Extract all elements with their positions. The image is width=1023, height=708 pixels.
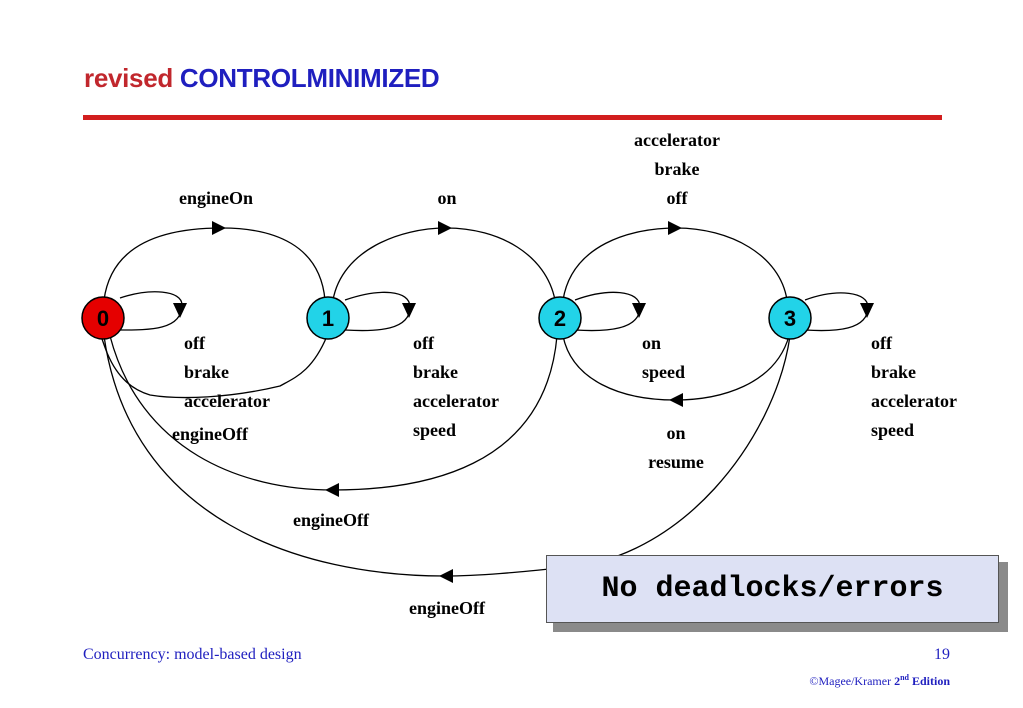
label-edge-3-to-2-1: on <box>666 423 685 443</box>
state-1-label: 1 <box>322 306 334 331</box>
label-1-self-3: accelerator <box>413 391 499 411</box>
label-edge-2-to-0: engineOff <box>293 510 370 530</box>
label-0-self-2: brake <box>184 362 229 382</box>
arrowhead-0-to-1 <box>212 221 226 235</box>
state-0: 0 <box>81 296 125 340</box>
edge-0-self-loop <box>119 291 183 331</box>
title-rule <box>83 115 942 120</box>
edge-3-self-loop <box>804 292 869 332</box>
footer-page-number: 19 <box>934 646 950 663</box>
arrowhead-1-self <box>402 303 416 318</box>
edge-1-to-0 <box>100 335 328 399</box>
state-2: 2 <box>538 296 582 340</box>
state-0-label: 0 <box>97 306 109 331</box>
edge-1-self-loop <box>344 291 411 332</box>
slide-title: revised CONTROLMINIMIZED <box>84 63 440 94</box>
edge-2-to-3 <box>562 227 788 301</box>
title-prefix: revised <box>84 63 173 93</box>
arrowhead-3-self <box>860 303 874 318</box>
label-edge-3-to-0: engineOff <box>409 598 486 618</box>
arrowhead-2-to-0 <box>325 483 339 497</box>
label-3-self-1: off <box>871 333 893 353</box>
label-0-self-3: accelerator <box>184 391 270 411</box>
label-edge-3-to-2-2: resume <box>648 452 704 472</box>
label-0-self-1: off <box>184 333 206 353</box>
state-3-label: 3 <box>784 306 796 331</box>
label-edge-2-to-3-3: off <box>667 188 689 208</box>
edge-2-to-0 <box>109 335 558 491</box>
arrowhead-3-to-0 <box>439 569 453 583</box>
arrowhead-2-to-3 <box>668 221 682 235</box>
edge-0-to-1 <box>103 227 326 301</box>
label-3-self-3: accelerator <box>871 391 957 411</box>
edge-1-to-2 <box>332 227 556 301</box>
arrowhead-1-to-2 <box>438 221 452 235</box>
label-edge-0-to-1: engineOn <box>179 188 253 208</box>
footer-course-title: Concurrency: model-based design <box>83 646 302 663</box>
arrowhead-0-self <box>173 303 187 318</box>
arrowhead-2-self <box>632 303 646 318</box>
footer-edition-word: Edition <box>911 674 950 688</box>
state-3: 3 <box>768 296 812 340</box>
callout-box: No deadlocks/errors <box>546 555 999 623</box>
label-3-self-2: brake <box>871 362 916 382</box>
label-edge-2-to-3-1: accelerator <box>634 130 720 150</box>
edge-2-self-loop <box>574 291 641 332</box>
label-3-self-4: speed <box>871 420 914 440</box>
footer-copyright-text: ©Magee/Kramer <box>809 674 892 688</box>
title-main: CONTROLMINIMIZED <box>179 63 440 93</box>
label-2-self-1: on <box>642 333 661 353</box>
footer-copyright: ©Magee/Kramer 2nd Edition <box>809 673 950 689</box>
label-edge-2-to-3-2: brake <box>655 159 700 179</box>
label-1-self-2: brake <box>413 362 458 382</box>
label-1-self-1: off <box>413 333 435 353</box>
footer-edition-num: 2 <box>894 674 901 688</box>
state-2-label: 2 <box>554 306 566 331</box>
label-1-self-4: speed <box>413 420 456 440</box>
state-1: 1 <box>306 296 350 340</box>
label-2-self-2: speed <box>642 362 685 382</box>
arrowhead-3-to-2 <box>669 393 683 407</box>
footer-edition-sup: nd <box>900 673 909 682</box>
edge-3-to-0 <box>103 335 791 577</box>
label-edge-1-to-0: engineOff <box>172 424 249 444</box>
label-edge-1-to-2: on <box>437 188 456 208</box>
